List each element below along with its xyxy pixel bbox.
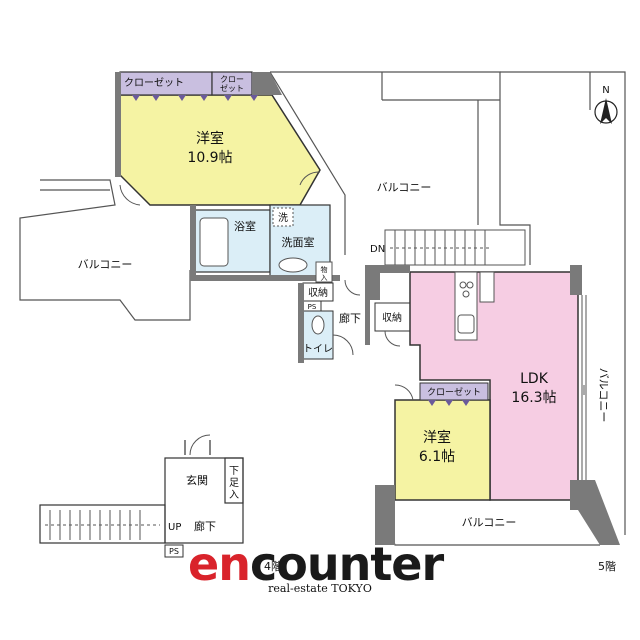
- stairs-up-label: UP: [168, 522, 181, 533]
- north-arrow-icon: [594, 98, 618, 124]
- brand-logo-part2: counter: [250, 537, 445, 591]
- room-name-large: 洋室: [196, 130, 224, 147]
- shoe-box-label-3: 入: [229, 490, 239, 501]
- closet-top-small-label-2: ゼット: [220, 83, 244, 93]
- room-size-large: 10.9帖: [187, 150, 232, 166]
- shoe-box-label-2: 足: [229, 477, 239, 489]
- door-swing-large: [119, 184, 141, 206]
- storage-mono-box: [315, 261, 333, 283]
- wall-left-large: [115, 72, 121, 177]
- balcony-right-label: バルコニー: [597, 368, 610, 423]
- door-swing-hall: [344, 279, 361, 296]
- wall-corner-top: [252, 72, 282, 95]
- wall-central: [365, 265, 380, 345]
- closet-top-small-label-1: クロー: [220, 75, 244, 84]
- compass-north-label: N: [602, 85, 609, 96]
- balcony-outlines: [19, 71, 626, 546]
- wash-basin: [278, 257, 308, 273]
- floor-lower-label: 4階: [264, 559, 282, 573]
- ldk-name: LDK: [520, 371, 549, 387]
- storage-mono-label-2: 入: [321, 274, 328, 282]
- ldk-area: [409, 271, 579, 501]
- ldk-size: 16.3帖: [511, 390, 556, 406]
- closet-door-marks: [132, 95, 258, 101]
- ps-upper-label: PS: [308, 303, 317, 311]
- closet-small: [419, 382, 489, 401]
- storage-2-label: 収納: [382, 311, 402, 324]
- floor-upper-label: 5階: [598, 559, 616, 573]
- brand-logo-part1: en: [188, 537, 250, 591]
- wall-ldk-bottom-right: [570, 480, 620, 545]
- balcony-top-right-label: バルコニー: [377, 181, 432, 194]
- door-swing-storage: [384, 330, 401, 347]
- stairs-down: [384, 229, 526, 266]
- washroom-label: 洗面室: [282, 235, 315, 249]
- washer-box: [272, 207, 294, 227]
- shoe-box-label-1: 下: [229, 466, 239, 477]
- stairs-down-label: DN: [370, 244, 385, 255]
- kitchen-counter: [454, 271, 478, 341]
- storage-mono-label-1: 物: [321, 265, 328, 274]
- storage-1-label: 収納: [308, 286, 328, 299]
- balcony-bottom-label: バルコニー: [462, 516, 517, 529]
- fridge: [479, 271, 495, 303]
- wall-left-toilet: [298, 283, 304, 363]
- wall-ldk-right: [570, 265, 582, 295]
- lower-floor: [39, 440, 244, 544]
- western-room-small: [394, 399, 491, 501]
- brand-logo: encounter: [188, 537, 445, 591]
- door-swing-small-room: [394, 384, 414, 401]
- room-name-small: 洋室: [423, 429, 451, 446]
- toilet-label: トイレ: [303, 344, 333, 355]
- toilet-bowl: [311, 315, 325, 335]
- wall-bottom-bath: [190, 275, 340, 281]
- door-swing-large-2: [299, 171, 321, 186]
- wall-small-room-bottom: [375, 485, 395, 545]
- wall-left-bath: [190, 205, 196, 280]
- bathtub: [199, 217, 229, 267]
- balcony-left-label: バルコニー: [78, 258, 133, 271]
- bath-label: 浴室: [234, 219, 256, 233]
- ps-lower-label: PS: [169, 547, 179, 556]
- door-swing-entrance: [189, 434, 211, 456]
- entrance-label: 玄関: [186, 473, 208, 487]
- closet-small-door-marks: [428, 400, 470, 406]
- closet-top-label: クローゼット: [124, 77, 184, 89]
- closet-small-label: クローゼット: [427, 386, 481, 398]
- hallway-lower-label: 廊下: [194, 519, 216, 533]
- wash-mark-label: 洗: [278, 212, 288, 224]
- door-swing-toilet: [332, 334, 354, 356]
- brand-tagline: real-estate TOKYO: [268, 582, 372, 595]
- stairs-up: [45, 510, 160, 540]
- hallway-upper-label: 廊下: [339, 311, 361, 325]
- wall-ldk-left: [370, 265, 410, 273]
- room-size-small: 6.1帖: [419, 449, 455, 465]
